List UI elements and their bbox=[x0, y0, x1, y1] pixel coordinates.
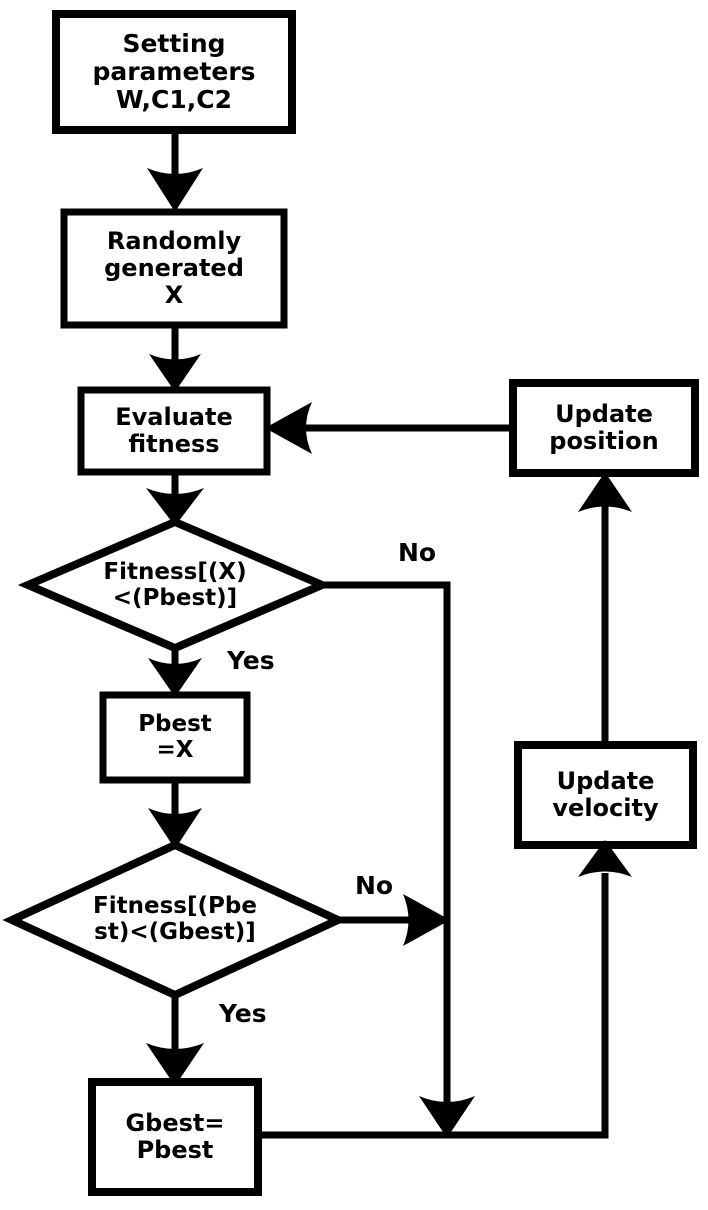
node-setting-parameters[interactable] bbox=[52, 10, 296, 134]
edge-label-no-gbest: No bbox=[355, 871, 394, 900]
node-evaluate-fitness[interactable] bbox=[77, 386, 271, 476]
arrowhead-evaluate-to-decision1 bbox=[146, 488, 204, 526]
arrowhead-to-update-position bbox=[578, 472, 632, 512]
node-decision-gbest[interactable] bbox=[2, 840, 348, 1000]
arrowhead-pbest-to-decision2 bbox=[148, 808, 202, 849]
node-update-velocity[interactable] bbox=[514, 741, 697, 849]
arrowhead-decision2-yes bbox=[146, 1043, 204, 1086]
arrowhead-random-to-evaluate bbox=[149, 354, 201, 392]
node-pbest-assign[interactable] bbox=[99, 691, 251, 784]
edge-label-no-pbest: No bbox=[398, 538, 437, 567]
arrowhead-decision2-no bbox=[403, 894, 450, 946]
node-gbest-assign[interactable] bbox=[88, 1078, 262, 1196]
arrowhead-no-bus-bottom bbox=[419, 1096, 475, 1138]
arrowhead-decision1-yes bbox=[148, 658, 202, 697]
arrowhead-to-update-velocity bbox=[578, 840, 632, 877]
edge-gbest-to-velocity bbox=[258, 873, 609, 1139]
edge-decision1-no bbox=[322, 581, 451, 1108]
arrowhead-setting-to-random bbox=[147, 168, 203, 212]
node-update-position[interactable] bbox=[509, 379, 699, 477]
arrowhead-to-evaluate-fitness bbox=[265, 402, 312, 454]
node-randomly-generated[interactable] bbox=[60, 208, 288, 329]
edge-label-yes-gbest: Yes bbox=[219, 999, 267, 1028]
edge-label-yes-pbest: Yes bbox=[227, 646, 275, 675]
node-decision-pbest[interactable] bbox=[17, 517, 333, 653]
